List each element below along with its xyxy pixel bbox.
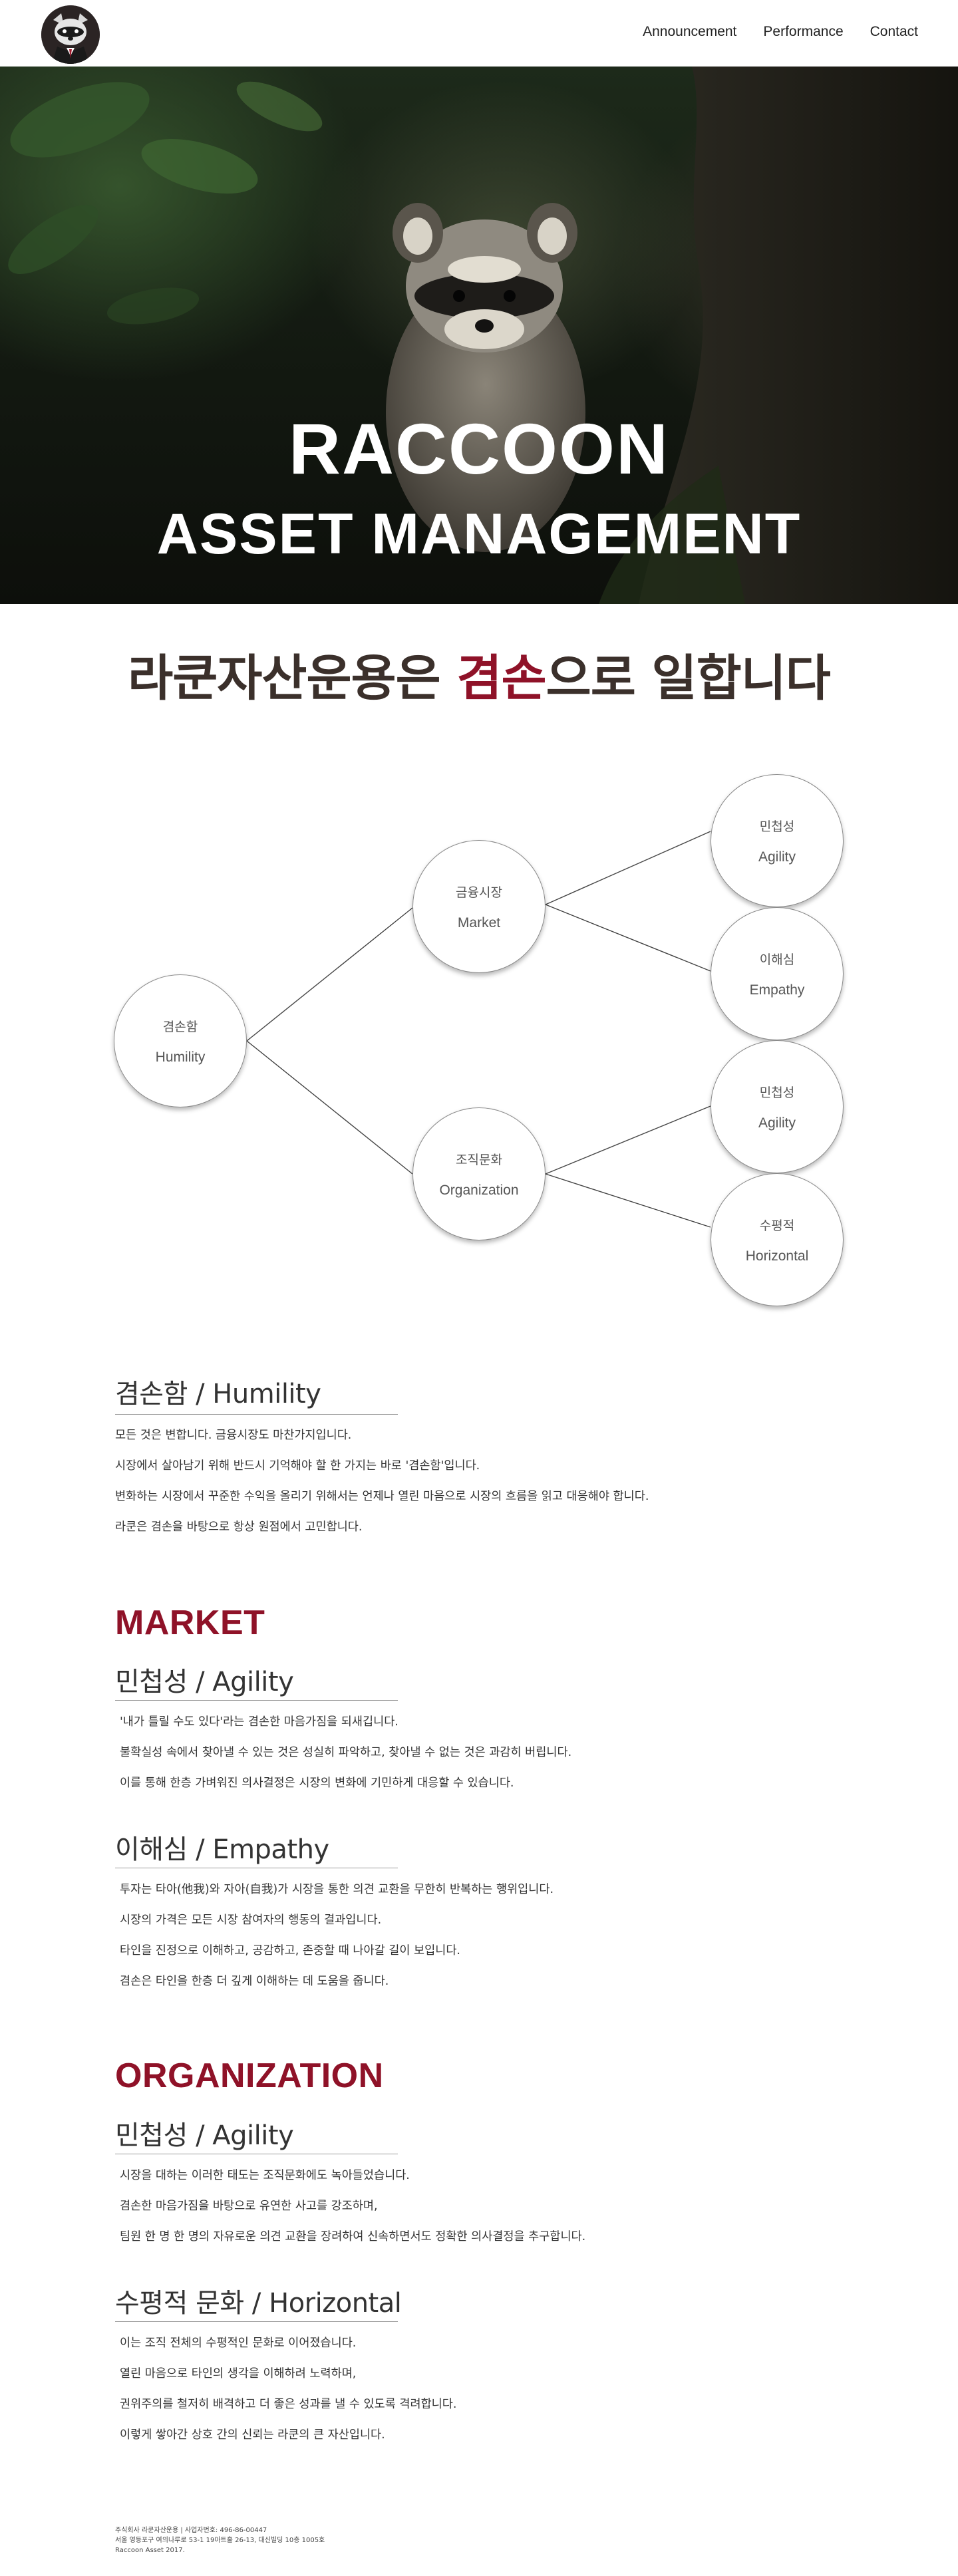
node-market-empathy-ko: 이해심 bbox=[759, 952, 795, 967]
connector-market-empathy bbox=[545, 904, 711, 972]
humility-text: 모든 것은 변합니다. 금융시장도 마찬가지입니다. 시장에서 살아남기 위해 … bbox=[115, 1420, 649, 1542]
organization-horizontal-text: 이는 조직 전체의 수평적인 문화로 이어졌습니다. 열린 마음으로 타인의 생… bbox=[120, 2328, 456, 2450]
market-agility-divider bbox=[115, 1700, 398, 1701]
market-agility-text: '내가 틀릴 수도 있다'라는 겸손한 마음가짐을 되새깁니다. 불확실성 속에… bbox=[120, 1707, 571, 1798]
node-organization-horizontal-ko: 수평적 bbox=[759, 1218, 795, 1233]
market-empathy-line: 타인을 진정으로 이해하고, 공감하고, 존중할 때 나아갈 길이 보입니다. bbox=[120, 1944, 460, 1957]
organization-horizontal-title: 수평적 문화 / Horizontal bbox=[115, 2288, 402, 2319]
page-headline: 라쿤자산운용은 겸손으로 일합니다 bbox=[0, 639, 958, 710]
market-empathy-line: 투자는 타아(他我)와 자아(自我)가 시장을 통한 의견 교환을 무한히 반복… bbox=[120, 1883, 554, 1896]
raccoon-logo[interactable] bbox=[41, 5, 100, 64]
node-organization-horizontal-en: Horizontal bbox=[745, 1248, 809, 1264]
node-organization-en: Organization bbox=[439, 1182, 519, 1198]
humility-divider bbox=[115, 1414, 398, 1415]
market-agility-line: 불확실성 속에서 찾아낼 수 있는 것은 성실히 파악하고, 찾아낼 수 없는 … bbox=[120, 1746, 572, 1759]
footer-copyright-line: Raccoon Asset 2017. bbox=[115, 2547, 185, 2554]
node-organization-horizontal: 수평적 Horizontal bbox=[711, 1173, 844, 1306]
diagram-connectors bbox=[246, 831, 711, 1228]
organization-agility-title: 민첩성 / Agility bbox=[115, 2120, 294, 2151]
values-diagram: 겸손함 Humility 금융시장 Market 조직문화 Organizati… bbox=[0, 732, 958, 1330]
node-market-agility: 민첩성 Agility bbox=[711, 774, 844, 907]
market-agility-line: '내가 틀릴 수도 있다'라는 겸손한 마음가짐을 되새깁니다. bbox=[120, 1715, 399, 1729]
humility-line: 모든 것은 변합니다. 금융시장도 마찬가지입니다. bbox=[115, 1429, 352, 1442]
site-footer: 주식회사 라쿤자산운용 | 사업자번호: 496-86-00447 서울 영등포… bbox=[115, 2525, 325, 2555]
node-humility: 겸손함 Humility bbox=[114, 974, 247, 1107]
humility-line: 시장에서 살아남기 위해 반드시 기억해야 할 한 가지는 바로 '겸손함'입니… bbox=[115, 1459, 480, 1473]
node-organization-ko: 조직문화 bbox=[456, 1152, 502, 1167]
organization-agility-line: 겸손한 마음가짐을 바탕으로 유연한 사고를 강조하며, bbox=[120, 2200, 378, 2213]
connector-organization-agility bbox=[545, 1105, 711, 1175]
site-header: Announcement Performance Contact bbox=[0, 0, 958, 67]
node-organization-agility-en: Agility bbox=[758, 1115, 796, 1131]
node-market-empathy: 이해심 Empathy bbox=[711, 907, 844, 1040]
organization-horizontal-line: 열린 마음으로 타인의 생각을 이해하려 노력하며, bbox=[120, 2367, 357, 2380]
nav-contact[interactable]: Contact bbox=[870, 24, 918, 39]
humility-title: 겸손함 / Humility bbox=[115, 1379, 321, 1409]
raccoon-logo-icon bbox=[41, 5, 100, 64]
organization-agility-line: 팀원 한 명 한 명의 자유로운 의견 교환을 장려하여 신속하면서도 정확한 … bbox=[120, 2230, 586, 2243]
organization-heading: ORGANIZATION bbox=[115, 2057, 384, 2095]
node-organization: 조직문화 Organization bbox=[412, 1107, 546, 1240]
market-empathy-line: 겸손은 타인을 한층 더 깊게 이해하는 데 도움을 줍니다. bbox=[120, 1975, 389, 1988]
headline-after: 으로 일합니다 bbox=[546, 650, 831, 707]
organization-horizontal-line: 권위주의를 철저히 배격하고 더 좋은 성과를 낼 수 있도록 격려합니다. bbox=[120, 2398, 457, 2411]
market-agility-line: 이를 통해 한층 가벼워진 의사결정은 시장의 변화에 기민하게 대응할 수 있… bbox=[120, 1777, 514, 1790]
node-market-en: Market bbox=[457, 915, 501, 930]
organization-horizontal-divider bbox=[115, 2321, 398, 2322]
node-humility-ko: 겸손함 bbox=[162, 1019, 198, 1034]
node-market-agility-en: Agility bbox=[758, 849, 796, 865]
market-empathy-title: 이해심 / Empathy bbox=[115, 1834, 329, 1865]
node-market-agility-ko: 민첩성 bbox=[759, 819, 795, 834]
connector-organization-horizontal bbox=[545, 1173, 711, 1228]
node-market: 금융시장 Market bbox=[412, 840, 546, 973]
hero-banner: RACCOON ASSET MANAGEMENT bbox=[0, 67, 958, 604]
hero-title-line1: RACCOON bbox=[289, 408, 669, 489]
connector-humility-organization bbox=[246, 1040, 413, 1175]
main-nav: Announcement Performance Contact bbox=[643, 24, 918, 40]
organization-agility-line: 시장을 대하는 이러한 태도는 조직문화에도 녹아들었습니다. bbox=[120, 2169, 410, 2182]
node-humility-en: Humility bbox=[155, 1049, 206, 1065]
market-empathy-text: 투자는 타아(他我)와 자아(自我)가 시장을 통한 의견 교환을 무한히 반복… bbox=[120, 1874, 554, 1997]
humility-line: 라쿤은 겸손을 바탕으로 항상 원점에서 고민합니다. bbox=[115, 1520, 363, 1534]
market-heading: MARKET bbox=[115, 1604, 265, 1642]
hero-title-line2: ASSET MANAGEMENT bbox=[156, 502, 802, 566]
footer-address-line: 서울 영등포구 여의나루로 53-1 19아트홀 26-13, 대신빌딩 10층… bbox=[115, 2537, 325, 2544]
humility-line: 변화하는 시장에서 꾸준한 수익을 올리기 위해서는 언제나 열린 마음으로 시… bbox=[115, 1490, 649, 1503]
footer-company-line: 주식회사 라쿤자산운용 | 사업자번호: 496-86-00447 bbox=[115, 2527, 267, 2534]
connector-market-agility bbox=[545, 831, 711, 905]
node-organization-agility-ko: 민첩성 bbox=[759, 1085, 795, 1100]
market-empathy-line: 시장의 가격은 모든 시장 참여자의 행동의 결과입니다. bbox=[120, 1914, 382, 1927]
raccoon-photo bbox=[8, 67, 958, 604]
node-organization-agility: 민첩성 Agility bbox=[711, 1040, 844, 1173]
node-market-empathy-en: Empathy bbox=[749, 982, 805, 998]
nav-performance[interactable]: Performance bbox=[763, 24, 844, 39]
organization-horizontal-line: 이렇게 쌓아간 상호 간의 신뢰는 라쿤의 큰 자산입니다. bbox=[120, 2428, 385, 2442]
connector-humility-market bbox=[246, 907, 413, 1042]
headline-accent: 겸손 bbox=[456, 650, 546, 707]
node-market-ko: 금융시장 bbox=[456, 885, 502, 900]
nav-announcement[interactable]: Announcement bbox=[643, 24, 737, 39]
headline-before: 라쿤자산운용은 bbox=[128, 650, 457, 707]
organization-horizontal-line: 이는 조직 전체의 수평적인 문화로 이어졌습니다. bbox=[120, 2337, 357, 2350]
market-agility-title: 민첩성 / Agility bbox=[115, 1667, 294, 1697]
organization-agility-text: 시장을 대하는 이러한 태도는 조직문화에도 녹아들었습니다. 겸손한 마음가짐… bbox=[120, 2160, 585, 2252]
